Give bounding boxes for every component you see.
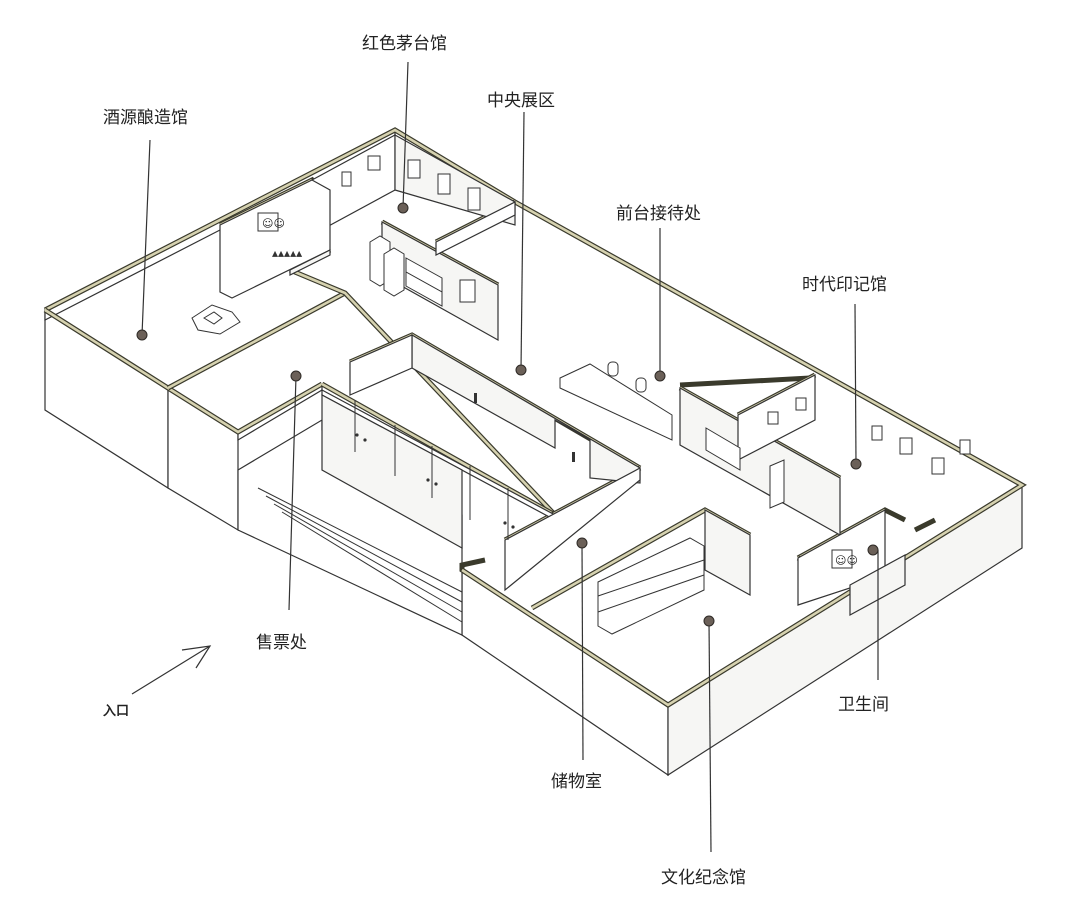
label-shoupiao: 售票处 — [256, 633, 307, 653]
doors — [354, 393, 575, 540]
marker-shoupiao — [290, 370, 302, 382]
marker-jiuyuan — [136, 329, 148, 341]
markers — [136, 202, 879, 627]
marker-zhongyang — [515, 364, 527, 376]
label-wenhua: 文化纪念馆 — [661, 867, 746, 888]
svg-text:☺☺: ☺☺ — [262, 217, 285, 230]
marker-chuwu — [576, 537, 588, 549]
marker-weisheng — [867, 544, 879, 556]
label-chuwu: 储物室 — [551, 772, 602, 792]
label-rukou: 入口 — [103, 704, 129, 719]
label-hongse: 红色茅台馆 — [362, 34, 447, 54]
label-shidai: 时代印记馆 — [802, 275, 887, 295]
outer-walls — [44, 129, 1023, 777]
marker-qiantai — [654, 370, 666, 382]
marker-shidai — [850, 458, 862, 470]
label-jiuyuan: 酒源酿造馆 — [103, 108, 188, 128]
label-weisheng: 卫生间 — [838, 695, 889, 715]
label-zhongyang: 中央展区 — [487, 91, 555, 111]
exhibit-fixtures: ☺☺ ☺☺ ▴▴▴▴▴ — [191, 155, 971, 635]
svg-text:☺☺: ☺☺ — [835, 554, 858, 567]
interior-walls — [219, 133, 906, 617]
room-labels: 酒源酿造馆 红色茅台馆 中央展区 前台接待处 时代印记馆 售票处 卫生间 储物室… — [103, 34, 889, 888]
label-qiantai: 前台接待处 — [616, 204, 701, 224]
svg-text:▴▴▴▴▴: ▴▴▴▴▴ — [272, 246, 302, 260]
marker-hongse — [397, 202, 409, 214]
marker-wenhua — [703, 615, 715, 627]
entrance-arrow-icon — [131, 645, 212, 695]
leader-lines — [141, 61, 879, 853]
